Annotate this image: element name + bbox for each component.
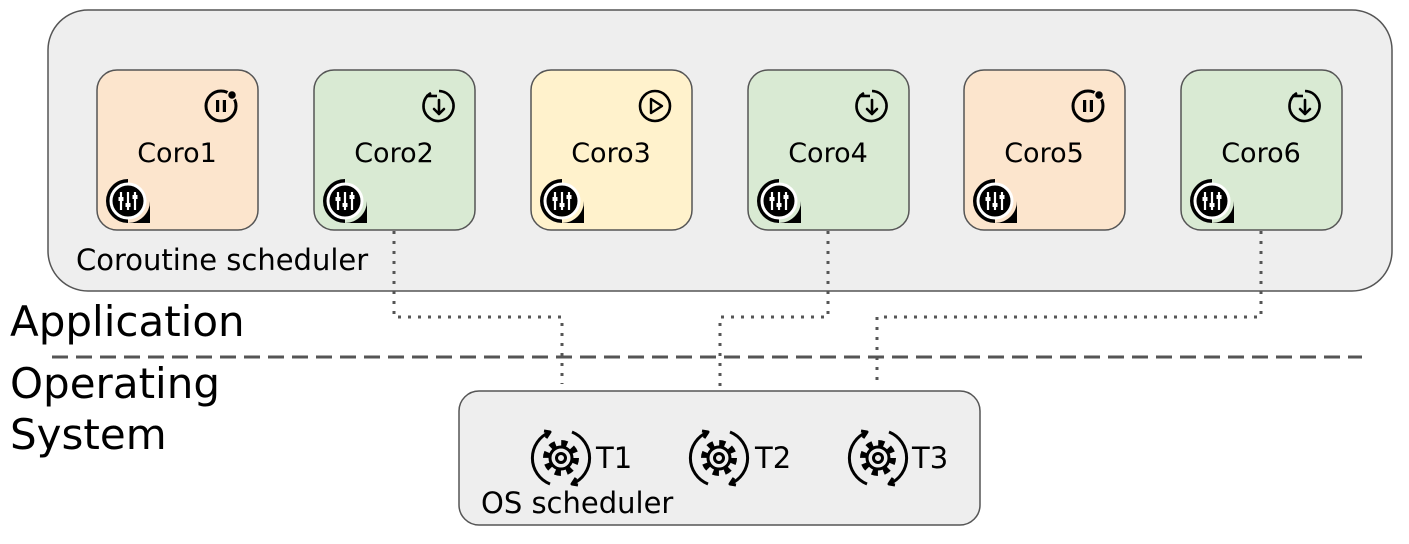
coro-name: Coro3 xyxy=(571,138,651,169)
play-icon xyxy=(638,89,672,123)
yield-icon xyxy=(855,89,888,123)
yield-icon xyxy=(422,89,455,123)
os-layer-label-line1: Operating xyxy=(10,359,220,408)
os-layer-label-line2: System xyxy=(10,410,167,459)
thread-label-t3: T3 xyxy=(911,441,948,475)
os-scheduler-box xyxy=(458,390,981,526)
controls-icon xyxy=(757,179,801,223)
thread-gear-icon xyxy=(688,429,750,487)
connector-coro2-t1 xyxy=(392,231,564,384)
thread-gear-icon xyxy=(847,429,909,487)
connector-coro6-t3 xyxy=(875,231,1263,384)
coro-name: Coro1 xyxy=(137,138,217,169)
controls-icon xyxy=(540,179,584,223)
controls-icon xyxy=(1190,179,1234,223)
controls-icon xyxy=(323,179,367,223)
coroutine-scheduler-label: Coroutine scheduler xyxy=(76,243,368,277)
thread-label-t2: T2 xyxy=(754,441,791,475)
controls-icon xyxy=(106,179,150,223)
application-layer-label: Application xyxy=(10,297,245,346)
controls-icon xyxy=(973,179,1017,223)
thread-gear-icon xyxy=(530,429,592,487)
pause-icon xyxy=(1071,89,1105,123)
coro-name: Coro5 xyxy=(1004,138,1084,169)
coro-name: Coro6 xyxy=(1221,138,1301,169)
yield-icon xyxy=(1288,89,1321,123)
connector-coro4-t2 xyxy=(718,231,830,390)
pause-icon xyxy=(204,89,238,123)
coro-name: Coro4 xyxy=(788,138,868,169)
thread-label-t1: T1 xyxy=(595,441,632,475)
coro-name: Coro2 xyxy=(354,138,434,169)
os-scheduler-label: OS scheduler xyxy=(481,486,673,520)
